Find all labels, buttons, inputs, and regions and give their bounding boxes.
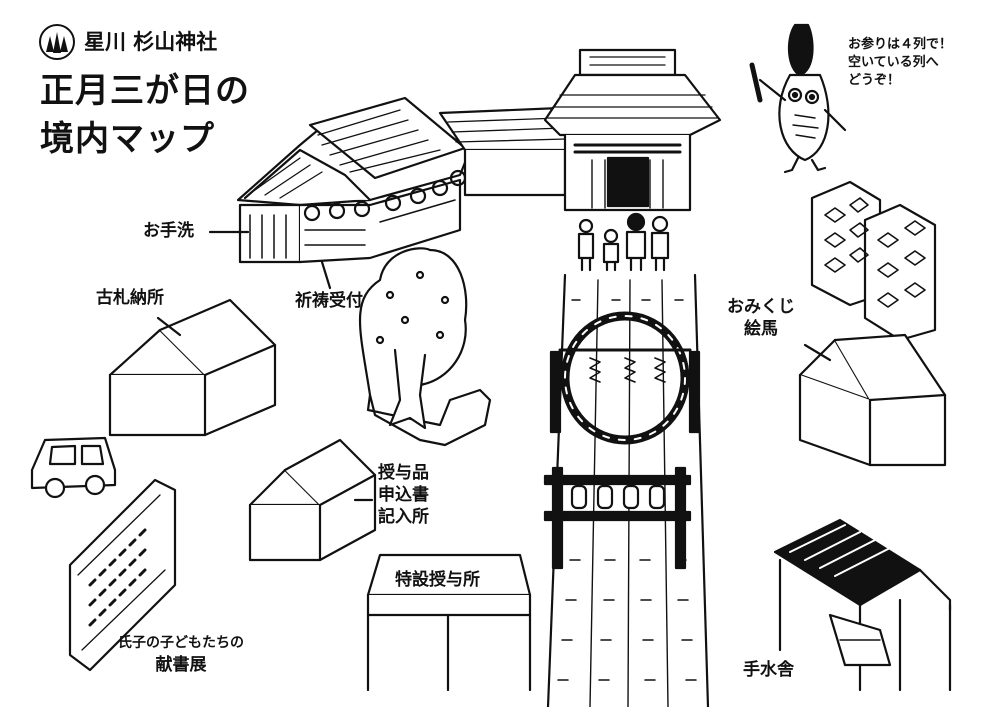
sacred-tree <box>358 247 492 447</box>
mascot-character-icon <box>749 23 847 174</box>
speech-line-3: どうぞ！ <box>848 73 901 88</box>
label-juyo-form: 授与品 申込書 記入所 <box>378 462 429 528</box>
exhibit-board <box>68 478 177 672</box>
ema-boards <box>810 180 937 342</box>
worship-hall <box>543 48 722 212</box>
shrine-name: 星川 杉山神社 <box>84 30 218 54</box>
lantern-gate <box>543 466 692 570</box>
label-exhibit-line1: 氏子の子どもたちの <box>118 635 244 651</box>
cedar-trees-icon <box>39 24 75 60</box>
label-exhibit: 氏子の子どもたちの 献書展 <box>118 633 244 677</box>
label-juyo-line3: 記入所 <box>378 507 429 527</box>
speech-line-1: お参りは４列で！ <box>848 37 953 52</box>
people-icon <box>577 212 670 272</box>
main-hall <box>236 96 472 264</box>
chinowa-ring <box>549 311 701 445</box>
label-kitou: 祈祷受付 <box>295 291 363 311</box>
label-exhibit-line2: 献書展 <box>155 655 207 675</box>
label-ema: 絵馬 <box>744 319 778 339</box>
label-temizusha: 手水舎 <box>743 660 794 680</box>
speech-bubble: お参りは４列で！ 空いている列へ どうぞ！ <box>848 36 952 90</box>
label-kofuda: 古札納所 <box>96 288 164 308</box>
label-juyo-line1: 授与品 <box>378 463 429 483</box>
special-booth-tent <box>366 553 532 692</box>
kofuda-shed <box>108 298 277 437</box>
speech-line-2: 空いている列へ <box>848 55 939 70</box>
label-omikuji: おみくじ <box>727 297 795 317</box>
car-icon <box>30 436 117 499</box>
label-tokusetsu: 特設授与所 <box>395 570 480 590</box>
juyo-form-shed <box>248 438 377 562</box>
page-title-line1: 正月三が日の <box>40 71 250 111</box>
page-title-line2: 境内マップ <box>40 119 215 159</box>
label-omikuji-ema: おみくじ 絵馬 <box>727 296 795 340</box>
label-juyo-line2: 申込書 <box>378 485 429 505</box>
omikuji-shed <box>798 333 947 467</box>
label-otearai: お手洗 <box>143 221 194 241</box>
temizusha <box>773 518 952 692</box>
